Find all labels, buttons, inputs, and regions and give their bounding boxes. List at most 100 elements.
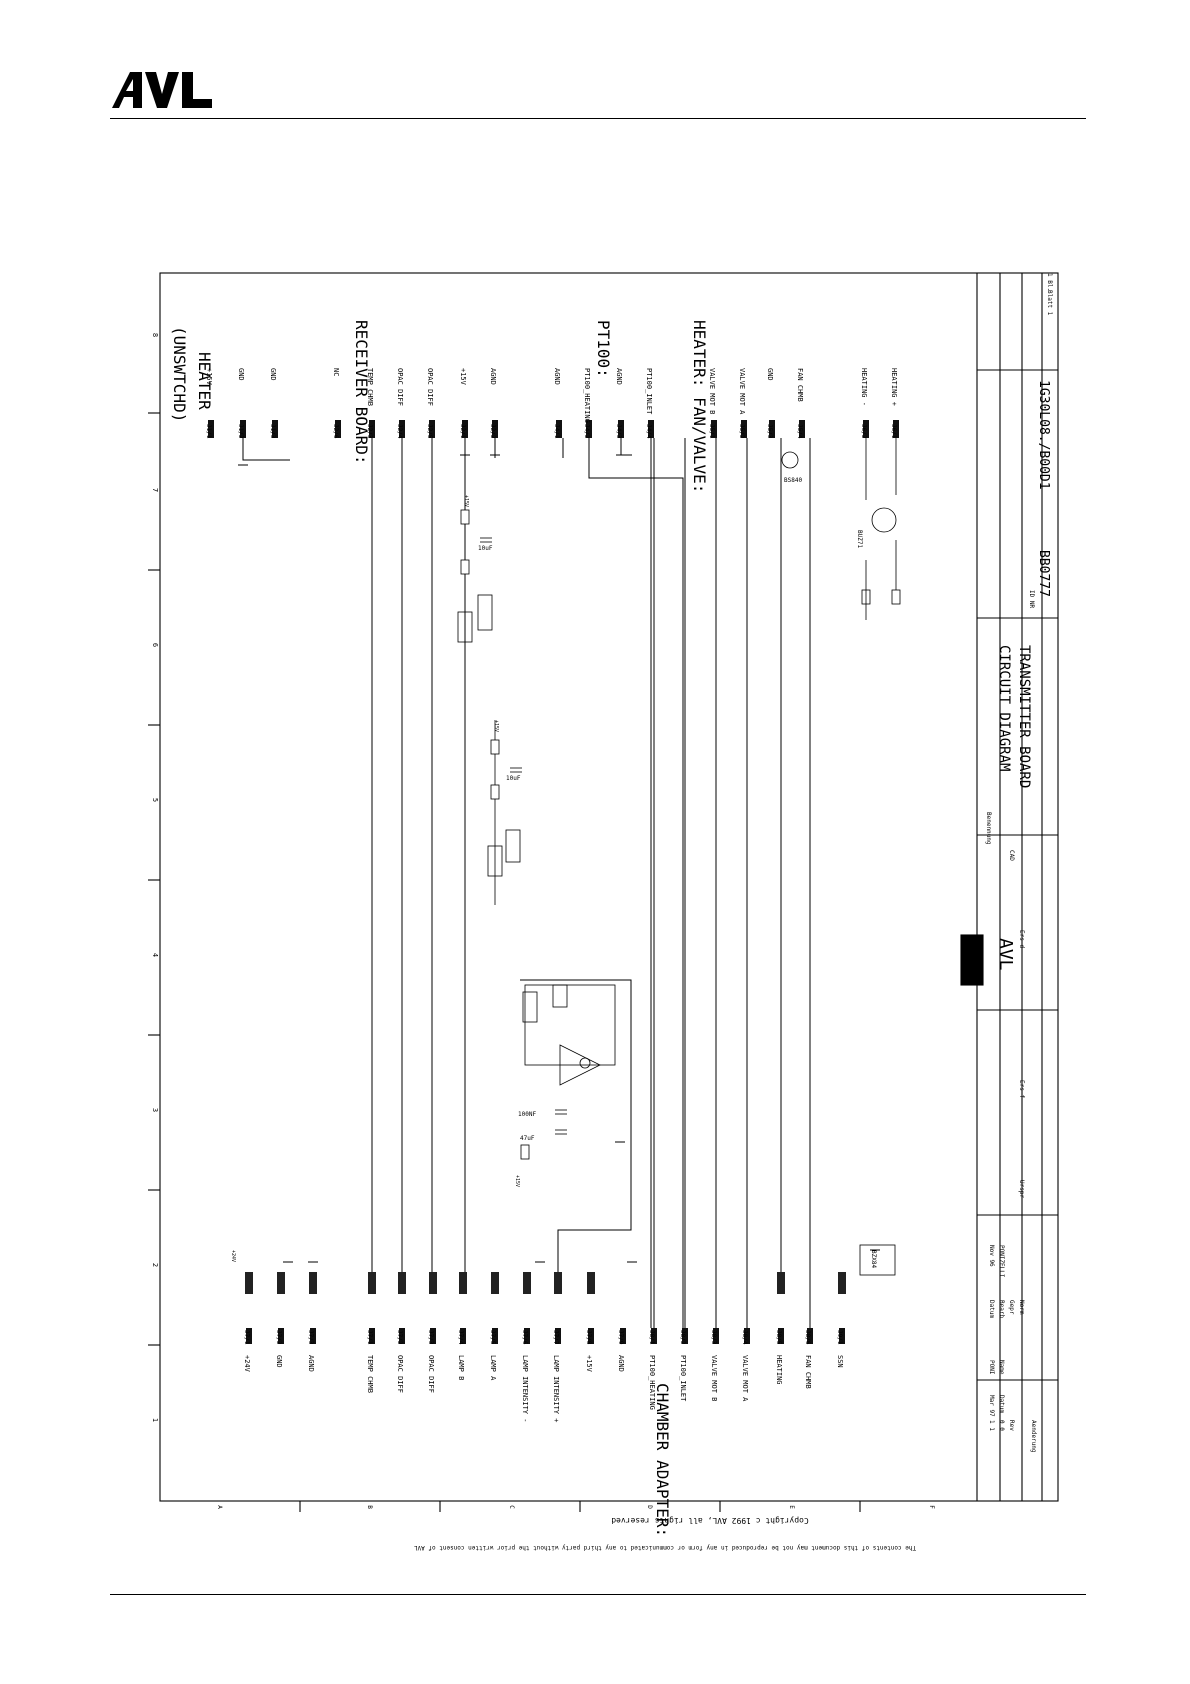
bottom-pin-label: J8/5 <box>775 1330 782 1345</box>
row-label-E: E <box>788 1505 795 1509</box>
bottom-signal-label: AGND <box>307 1355 315 1372</box>
bottom-connector-pin <box>807 1328 813 1344</box>
agnd-wire <box>620 438 632 456</box>
top-connector-pin <box>399 420 405 438</box>
top-connector-pin <box>335 420 341 438</box>
label-100nf: 100NF <box>518 1111 536 1118</box>
feedback-resistor <box>552 984 568 1008</box>
bottom-pin-label: J8/1 <box>648 1330 655 1345</box>
title-line-2: TRANSMITTER BOARD <box>1016 645 1032 788</box>
top-pin-label: J1/3 <box>269 424 276 439</box>
row-label-B: B <box>366 1505 373 1509</box>
top-connector-pin <box>863 420 869 438</box>
label-buz71: BUZ71 <box>856 530 863 548</box>
rev-number: 1 1 <box>988 1420 995 1431</box>
sheet-count: 1 Bl. <box>1046 273 1053 291</box>
title-block-logo-text: AVL <box>995 938 1016 971</box>
header-rule <box>110 118 1086 120</box>
bottom-pin-label: J7/7 <box>552 1330 559 1345</box>
top-signal-label: HEATING - <box>860 368 868 406</box>
top-connector-pin <box>799 420 805 438</box>
top-signal-label: +15V <box>205 368 213 386</box>
zone-label-7: 7 <box>151 488 159 492</box>
copyright-line-2: The contents of this document may not be… <box>414 1544 916 1551</box>
top-signal-label: GND <box>766 368 774 381</box>
bottom-signal-label: FAN CHMB <box>804 1355 812 1389</box>
top-pin-label: J1/2 <box>237 424 244 439</box>
rev-label: Rev <box>1008 1420 1015 1431</box>
top-connector-pin <box>208 420 214 438</box>
zone-label-6: 6 <box>151 643 159 647</box>
top-connector-pin <box>462 420 468 438</box>
date-value: Nov 96 <box>988 1245 995 1267</box>
aenderung-label: Aenderung <box>1030 1420 1037 1453</box>
jumper-block <box>429 1272 437 1294</box>
copyright-line-1: Copyright c 1992 AVL, all rights reserve… <box>611 1516 809 1525</box>
label-47uf: 47uF <box>520 1135 535 1142</box>
top-pin-label: J2/1 <box>459 424 466 439</box>
section-chamber-adapter: CHAMBER ADAPTER: <box>653 1383 672 1537</box>
top-signal-label: FAN CHMB <box>796 368 804 402</box>
jumper-block <box>554 1272 562 1294</box>
diode-bzx84 <box>859 1244 896 1276</box>
bottom-pin-label: J8/4 <box>741 1330 748 1345</box>
transistor-bs840 <box>781 451 799 469</box>
top-pin-label: J2/5 <box>426 424 433 439</box>
bottom-pin-label: J7/1 <box>243 1330 250 1345</box>
label-supply-15v-3: +15V <box>514 1175 520 1187</box>
bottom-connector-pin <box>555 1328 561 1344</box>
top-connector-pin <box>369 420 375 438</box>
bottom-signal-label: AGND <box>617 1355 625 1372</box>
top-signal-label: PT100_HEATING <box>583 368 591 423</box>
top-pin-label: J2/6 <box>332 424 339 439</box>
zone-label-8: 8 <box>151 333 159 337</box>
bottom-pin-label: J7/3 <box>307 1330 314 1345</box>
top-pin-label: J2/3 <box>366 424 373 439</box>
bottom-connector-pin <box>651 1328 657 1344</box>
top-pin-label: J1/1 <box>205 424 212 439</box>
rc-network <box>505 829 521 863</box>
top-pin-label: J5/3 <box>766 424 773 439</box>
bottom-signal-label: PT100_INLET <box>679 1355 687 1402</box>
top-pin-label: J4/4 <box>645 424 652 439</box>
top-pin-label: J4/1 <box>553 424 560 439</box>
bottom-pin-label: J7/9 <box>617 1330 624 1345</box>
resistor <box>460 559 470 575</box>
bottom-signal-label: LAMP A <box>489 1355 497 1381</box>
jumper-block <box>398 1272 406 1294</box>
section-heater-fan-valve: HEATER: FAN/VALVE: <box>690 320 709 493</box>
jumper-block <box>838 1272 846 1294</box>
bottom-connector-pin <box>460 1328 466 1344</box>
bottom-pin-label: J8/3 <box>710 1330 717 1345</box>
top-signal-label: VALVE MOT A <box>738 368 746 415</box>
bottom-connector-pin <box>713 1328 719 1344</box>
footer-rule <box>110 1594 1086 1596</box>
bottom-signal-label: OPAC DIFF <box>396 1355 404 1393</box>
section-heater: HEATER <box>195 352 214 410</box>
bottom-pin-label: J7/6 <box>521 1330 528 1345</box>
jumper-block <box>309 1272 317 1294</box>
top-pin-label: J2/4 <box>396 424 403 439</box>
rc-network <box>487 845 503 877</box>
title-block-logo-mark <box>960 934 984 986</box>
label-supply-15v-2: +15V <box>493 720 499 732</box>
bottom-signal-label: OPAC DIFF <box>427 1355 435 1393</box>
bearb-label: Bearb <box>998 1300 1005 1318</box>
bottom-signal-label: VALVE MOT B <box>710 1355 718 1401</box>
bottom-signal-label: LAMP B <box>457 1355 465 1380</box>
bottom-connector-pin <box>778 1328 784 1344</box>
norm-label: Norm <box>1018 1300 1025 1315</box>
bottom-signal-label: +15V <box>585 1355 593 1373</box>
label-supply-15v: +15V <box>463 495 469 507</box>
section-pt100: PT100: <box>594 320 613 378</box>
bottom-connector-pin <box>430 1328 436 1344</box>
top-connector-pin <box>556 420 562 438</box>
bottom-signal-label: HEATING <box>775 1355 783 1385</box>
label-bzx84: BZX84 <box>870 1250 877 1268</box>
top-signal-label: AGND <box>553 368 561 385</box>
urspr-label: Urspr <box>1018 1180 1025 1198</box>
top-connector-pin <box>769 420 775 438</box>
top-signal-label: VALVE MOT B <box>708 368 716 414</box>
top-signal-label: GND <box>269 368 277 381</box>
resistor <box>490 739 500 755</box>
